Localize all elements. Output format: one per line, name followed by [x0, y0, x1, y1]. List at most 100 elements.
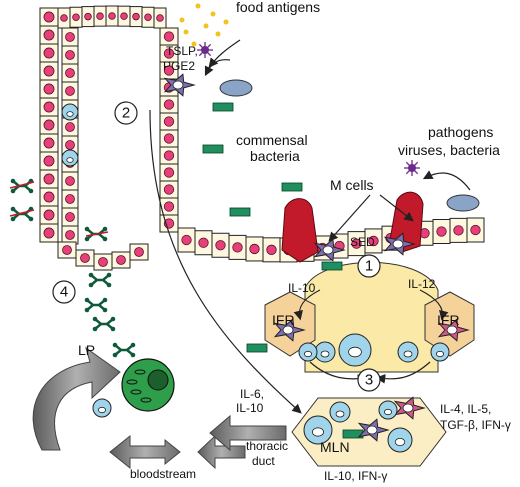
flow-arrows: [149, 39, 471, 414]
epithelial-nucleus: [198, 237, 209, 248]
bloodstream-label: bloodstream: [130, 467, 196, 481]
intraepithelial-lymphocyte: [61, 149, 79, 167]
antibody-tip: [28, 216, 34, 222]
villus-cell-tip: [141, 6, 155, 28]
sed-to-ifr-left: [293, 289, 321, 321]
follicle-germinal-cell: [338, 333, 372, 367]
lp-antibody: [88, 272, 112, 288]
il10-top-label: IL-10: [288, 281, 316, 295]
villus-cell-inner-left: [61, 27, 79, 47]
commensal-bacterium: [212, 102, 234, 112]
commensal-bacterium: [246, 343, 268, 353]
mln-label: MLN: [320, 439, 350, 455]
step-3-number: 3: [365, 372, 373, 389]
food-antigen-dot: [183, 29, 189, 35]
m-cells-label: M cells: [330, 177, 374, 193]
epithelial-nucleus: [43, 29, 55, 41]
epithelial-nucleus: [43, 65, 55, 77]
epithelial-nucleus: [65, 230, 75, 240]
villus-cell-right: [159, 112, 179, 131]
mln-lymphocyte: [303, 415, 333, 445]
dendritic-cell-nucleus: [322, 245, 334, 255]
lymphocyte-nucleus: [66, 111, 74, 117]
villus-cell-left: [39, 25, 59, 45]
epithelial-nucleus: [84, 12, 92, 21]
epithelial-nucleus: [65, 68, 75, 78]
antibody-shape: [90, 274, 110, 286]
il12-label: IL-12: [408, 277, 436, 291]
villus-cell-inner-left: [61, 63, 79, 83]
antibody-tip: [92, 326, 98, 332]
dendritic-cell-nucleus: [282, 325, 294, 335]
epithelium-cell: [194, 230, 213, 256]
epithelial-nucleus: [163, 65, 175, 76]
antibody-tip: [110, 326, 116, 332]
epithelial-nucleus: [43, 137, 55, 149]
mln-lymphocyte: [378, 400, 398, 420]
antibody-tip: [10, 188, 16, 194]
epithelial-nucleus: [163, 167, 175, 178]
epithelial-nucleus: [62, 245, 72, 255]
step-3-marker: 3: [357, 368, 381, 392]
dendritic-cell-mln: [357, 418, 390, 442]
immune-cells: [9, 3, 480, 453]
antibody-tip: [106, 282, 112, 288]
antibody-shape: [114, 344, 134, 356]
plasma-cell-er: [130, 389, 142, 395]
il6-label: IL-6,: [240, 387, 264, 401]
food-antigen-dot: [191, 41, 197, 47]
lymphocyte-nucleus: [98, 406, 107, 414]
mln-lymphocyte: [329, 401, 351, 423]
epithelial-nucleus: [470, 224, 481, 236]
villus-cell-base: [75, 249, 95, 267]
food-antigen-dot: [223, 19, 229, 25]
lp-antibody: [92, 316, 116, 332]
antibody-tip: [102, 307, 108, 313]
tgf-ifng-label: TGF-β, IFN-γ: [440, 418, 511, 432]
m-cell-pointer-left: [328, 194, 371, 242]
epithelial-nucleus: [65, 86, 75, 96]
villus-cell-left: [39, 169, 59, 189]
antibody-tip: [88, 282, 94, 288]
commensal-bacterium: [202, 144, 224, 154]
epithelial-nucleus: [65, 176, 75, 186]
epithelium-cell: [228, 234, 247, 260]
food-antigen-dot: [195, 3, 201, 9]
epithelial-nucleus: [43, 209, 55, 221]
epithelial-nucleus: [65, 32, 75, 42]
villus-cell-base: [129, 243, 149, 261]
villus-cell-tip: [117, 5, 131, 27]
villus-cell-left: [39, 97, 59, 117]
plasma-cell: [121, 358, 175, 412]
epithelial-nucleus: [60, 14, 68, 22]
plasma-cell-er: [126, 379, 138, 385]
viruses-bacteria-label: viruses, bacteria: [398, 142, 500, 158]
dendritic-cell-nucleus: [366, 425, 378, 435]
food-virus: [197, 42, 213, 58]
antibody-tip: [106, 272, 112, 278]
sed-label: SED: [350, 235, 375, 249]
villus-cell-right: [159, 146, 179, 165]
commensal-label: commensal: [236, 132, 308, 148]
virus-core: [201, 46, 209, 54]
recirculation-arrow: [32, 346, 121, 451]
dendritic-cell-nucleus: [172, 80, 184, 90]
epithelial-nucleus: [163, 31, 175, 42]
epithelial-nucleus: [65, 122, 75, 132]
villus-cell-inner-left: [61, 225, 79, 245]
villus-cell-inner-left: [61, 171, 79, 191]
follicle-lymphocyte: [430, 342, 450, 362]
lymphocyte-nucleus: [66, 157, 74, 163]
follicle-lymphocyte: [298, 342, 318, 362]
epithelium-cell: [466, 217, 485, 243]
mln-lymphocyte: [387, 427, 413, 453]
epithelial-nucleus: [453, 225, 464, 236]
pathogen-arrow: [422, 170, 471, 191]
epithelial-nucleus: [43, 227, 55, 239]
epithelium-cell: [245, 236, 264, 262]
antibody-tip: [112, 342, 118, 348]
epithelial-nucleus: [163, 150, 175, 161]
antibody-shape: [94, 318, 114, 330]
step-1-marker: 1: [357, 254, 381, 278]
food-antigen-dot: [203, 23, 209, 29]
